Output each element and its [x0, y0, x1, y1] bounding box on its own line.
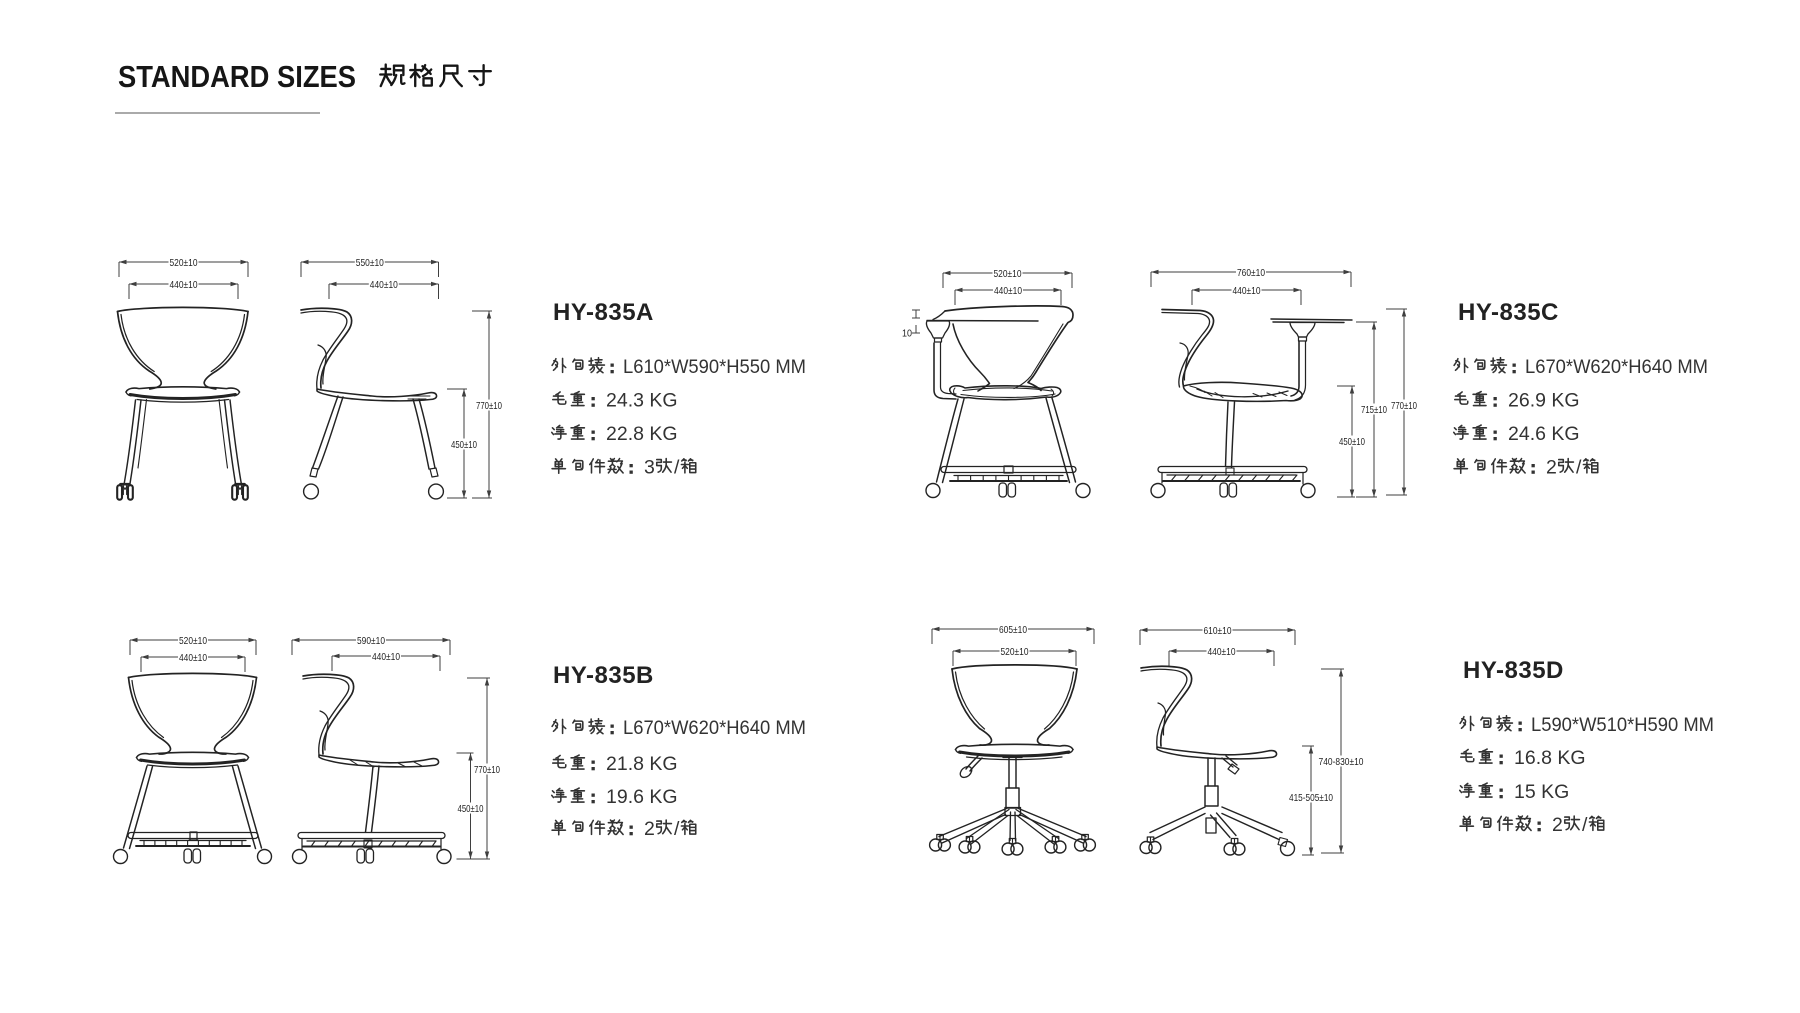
svg-text:740-830±10: 740-830±10	[1319, 756, 1364, 768]
svg-text:/: /	[674, 818, 680, 840]
svg-text:415-505±10: 415-505±10	[1289, 792, 1333, 804]
svg-text:440±10: 440±10	[1208, 646, 1236, 658]
svg-text:520±10: 520±10	[994, 268, 1022, 280]
svg-text:L590*W510*H590 MM: L590*W510*H590 MM	[1531, 714, 1714, 736]
svg-text:2: 2	[644, 818, 655, 840]
svg-text:2: 2	[1546, 457, 1557, 479]
svg-text:/: /	[1576, 457, 1582, 479]
svg-text:440±10: 440±10	[370, 279, 398, 291]
svg-text:450±10: 450±10	[451, 439, 477, 451]
svg-text:/: /	[674, 457, 680, 479]
svg-text:770±10: 770±10	[1391, 400, 1417, 412]
svg-text:HY-835B: HY-835B	[553, 662, 654, 689]
svg-text:770±10: 770±10	[474, 764, 500, 776]
svg-text:10: 10	[902, 328, 912, 340]
svg-text:HY-835C: HY-835C	[1458, 299, 1559, 326]
svg-text:590±10: 590±10	[357, 635, 385, 647]
svg-text:24.3 KG: 24.3 KG	[606, 390, 678, 412]
svg-text:520±10: 520±10	[170, 257, 198, 269]
svg-text:/: /	[1582, 814, 1588, 836]
svg-text:520±10: 520±10	[1001, 646, 1029, 658]
svg-text:19.6 KG: 19.6 KG	[606, 786, 678, 808]
svg-text:STANDARD SIZES: STANDARD SIZES	[118, 60, 356, 94]
svg-text:440±10: 440±10	[1233, 285, 1261, 297]
svg-text:L610*W590*H550 MM: L610*W590*H550 MM	[623, 356, 806, 378]
svg-text:440±10: 440±10	[179, 652, 207, 664]
svg-text:450±10: 450±10	[458, 803, 484, 815]
svg-text:15 KG: 15 KG	[1514, 781, 1569, 803]
svg-text:2: 2	[1552, 814, 1563, 836]
svg-text:24.6 KG: 24.6 KG	[1508, 423, 1580, 445]
svg-text:770±10: 770±10	[476, 400, 502, 412]
svg-text:440±10: 440±10	[170, 279, 198, 291]
svg-text:HY-835D: HY-835D	[1463, 657, 1564, 684]
svg-text:16.8 KG: 16.8 KG	[1514, 747, 1586, 769]
svg-text:HY-835A: HY-835A	[553, 299, 654, 326]
svg-text:550±10: 550±10	[356, 257, 384, 269]
svg-text:26.9 KG: 26.9 KG	[1508, 390, 1580, 412]
svg-text:450±10: 450±10	[1339, 436, 1365, 448]
svg-text:610±10: 610±10	[1204, 625, 1232, 637]
svg-text:L670*W620*H640 MM: L670*W620*H640 MM	[1525, 356, 1708, 378]
svg-text:715±10: 715±10	[1361, 404, 1387, 416]
svg-text:605±10: 605±10	[999, 624, 1027, 636]
svg-text:520±10: 520±10	[179, 635, 207, 647]
svg-text:21.8 KG: 21.8 KG	[606, 753, 678, 775]
svg-text:22.8 KG: 22.8 KG	[606, 423, 678, 445]
svg-text:760±10: 760±10	[1237, 267, 1265, 279]
svg-text:3: 3	[644, 457, 655, 479]
svg-text:L670*W620*H640 MM: L670*W620*H640 MM	[623, 717, 806, 739]
svg-text:440±10: 440±10	[372, 651, 400, 663]
svg-text:440±10: 440±10	[994, 285, 1022, 297]
